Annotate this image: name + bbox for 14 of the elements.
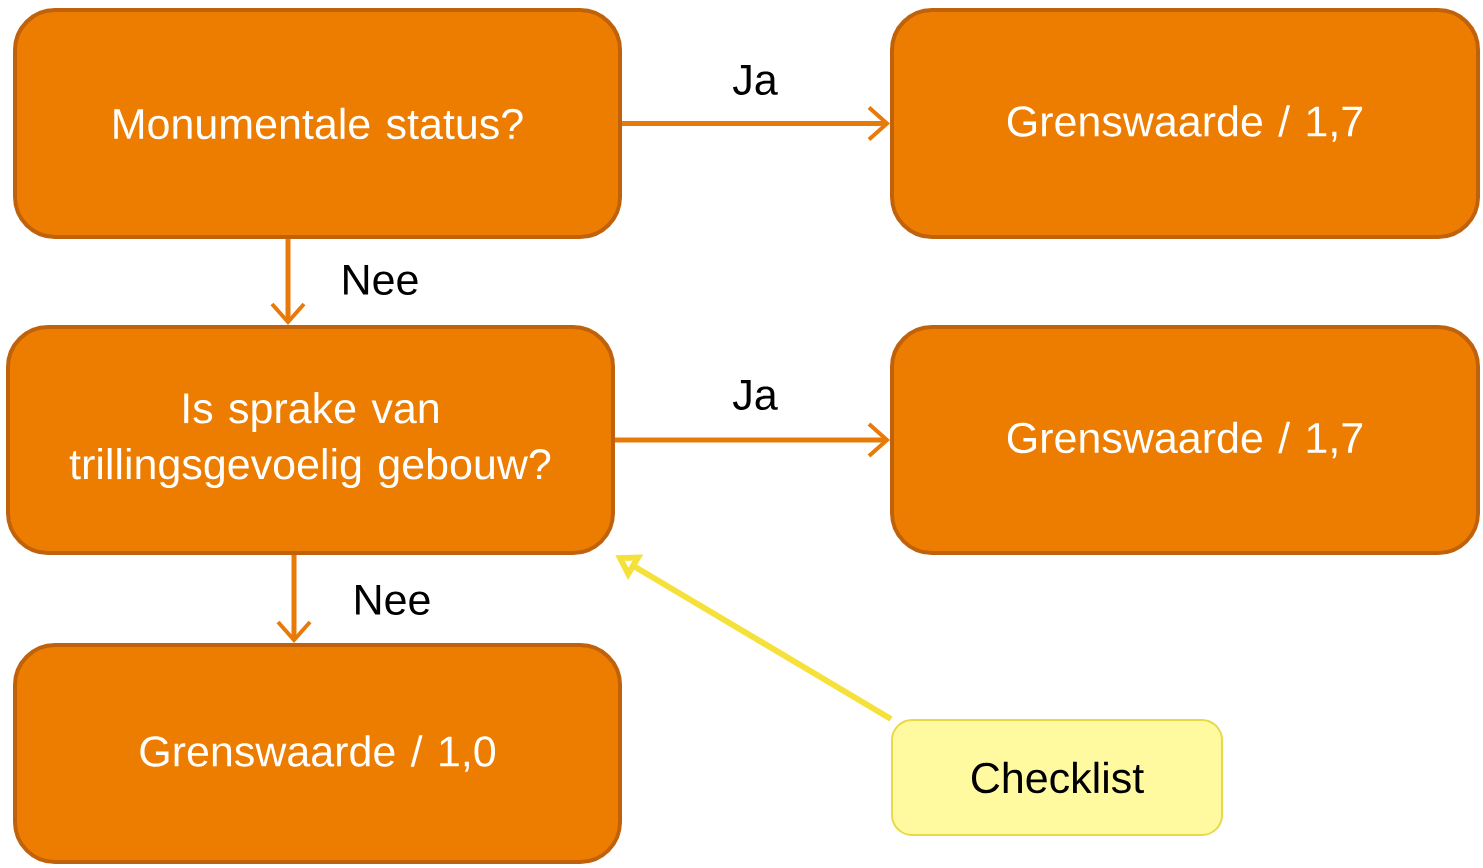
arrow [615, 422, 890, 458]
process-box: Is sprake van trillingsgevoelig gebouw? [6, 325, 615, 555]
process-box: Monumentale status? [13, 8, 622, 239]
process-box: Grenswaarde / 1,0 [13, 643, 622, 864]
edge-label: Ja [732, 380, 778, 410]
process-box: Grenswaarde / 1,7 [890, 8, 1480, 239]
note-box: Checklist [891, 719, 1223, 836]
process-box: Grenswaarde / 1,7 [890, 325, 1480, 555]
edge-label: Nee [356, 585, 430, 615]
edge-label: Nee [344, 265, 418, 295]
arrow [622, 106, 890, 141]
arrow [276, 555, 312, 643]
edge-label: Ja [732, 65, 778, 95]
arrow [270, 239, 306, 325]
